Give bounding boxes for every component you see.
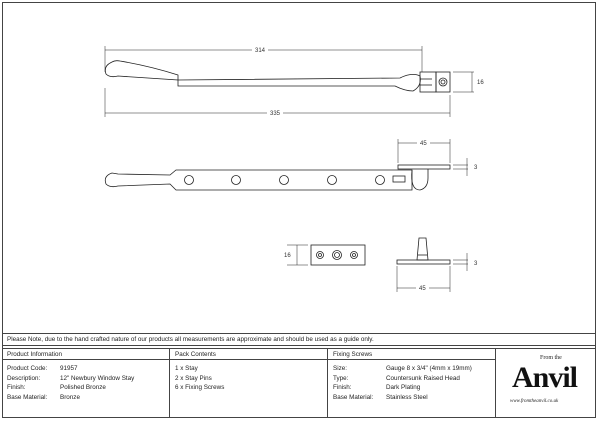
info-label: Description:	[7, 374, 41, 382]
section-title: Pack Contents	[170, 348, 327, 360]
dim-label: 45	[419, 286, 426, 292]
logo-url: www.fromtheanvil.co.uk	[510, 399, 559, 404]
dim-label: 3	[474, 165, 478, 171]
screw-label: Size:	[333, 365, 347, 372]
screw-row: Base Material: Stainless Steel	[333, 393, 490, 403]
product-information-section: Product Information Product Code: 91957 D…	[2, 348, 170, 418]
section-title: Product Information	[2, 348, 169, 360]
technical-drawing: 314 335 16 45 3 16 45	[104, 46, 484, 292]
info-label: Finish:	[7, 384, 26, 391]
measurement-note: Please Note, due to the hand crafted nat…	[2, 333, 596, 346]
dim-label: 45	[420, 141, 427, 147]
info-row: Description: 12" Newbury Window Stay	[7, 374, 164, 384]
stay-top-view	[104, 60, 451, 93]
dimension-335: 335	[104, 88, 451, 117]
dim-label: 16	[284, 253, 291, 259]
fixing-screws-section: Fixing Screws Size: Gauge 8 x 3/4" (4mm x…	[328, 348, 496, 418]
dim-label: 3	[474, 261, 478, 267]
info-label: Product Code:	[7, 365, 48, 372]
dimension-3-pin: 3	[453, 253, 478, 271]
screw-label: Type:	[333, 374, 349, 382]
dimension-45-side: 45	[397, 139, 451, 163]
dimension-3-side: 3	[453, 158, 478, 176]
pack-item: 1 x Stay	[175, 365, 198, 372]
section-title: Fixing Screws	[328, 348, 495, 360]
screw-value: Gauge 8 x 3/4" (4mm x 19mm)	[386, 365, 472, 372]
screw-value: Stainless Steel	[386, 393, 428, 401]
from-the-anvil-logo: From the Anvil www.fromtheanvil.co.uk	[496, 348, 596, 418]
screw-label: Finish:	[333, 384, 352, 391]
dimension-16-keep: 16	[284, 244, 308, 266]
info-row: Product Code: 91957	[7, 364, 164, 374]
dimension-16-top: 16	[453, 71, 484, 93]
pack-contents-section: Pack Contents 1 x Stay 2 x Stay Pins 6 x…	[170, 348, 328, 418]
dimension-45-pin: 45	[396, 266, 451, 292]
screw-row: Type: Countersunk Raised Head	[333, 374, 490, 384]
info-value: Polished Bronze	[60, 384, 106, 391]
keep-plate-view	[310, 244, 366, 266]
dim-label: 314	[255, 48, 266, 54]
pack-item: 2 x Stay Pins	[175, 374, 212, 382]
screw-row: Size: Gauge 8 x 3/4" (4mm x 19mm)	[333, 364, 490, 374]
info-value: 12" Newbury Window Stay	[60, 374, 135, 382]
logo-from: From the	[540, 355, 562, 361]
screw-value: Countersunk Raised Head	[386, 374, 460, 382]
dimension-314: 314	[104, 46, 423, 72]
screw-value: Dark Plating	[386, 384, 421, 391]
stay-pin-view	[396, 237, 451, 265]
dim-label: 16	[477, 80, 484, 86]
info-row: Finish: Polished Bronze	[7, 383, 164, 393]
screw-row: Finish: Dark Plating	[333, 383, 490, 393]
pack-item: 6 x Fixing Screws	[175, 384, 225, 391]
info-value: 91957	[60, 365, 78, 372]
dim-label: 335	[270, 111, 281, 117]
info-label: Base Material:	[7, 393, 48, 401]
page-frame	[2, 2, 596, 418]
screw-label: Base Material:	[333, 393, 374, 401]
stay-side-view	[104, 164, 451, 191]
info-row: Base Material: Bronze	[7, 393, 164, 403]
logo-name: Anvil	[512, 361, 578, 394]
info-value: Bronze	[60, 393, 80, 401]
